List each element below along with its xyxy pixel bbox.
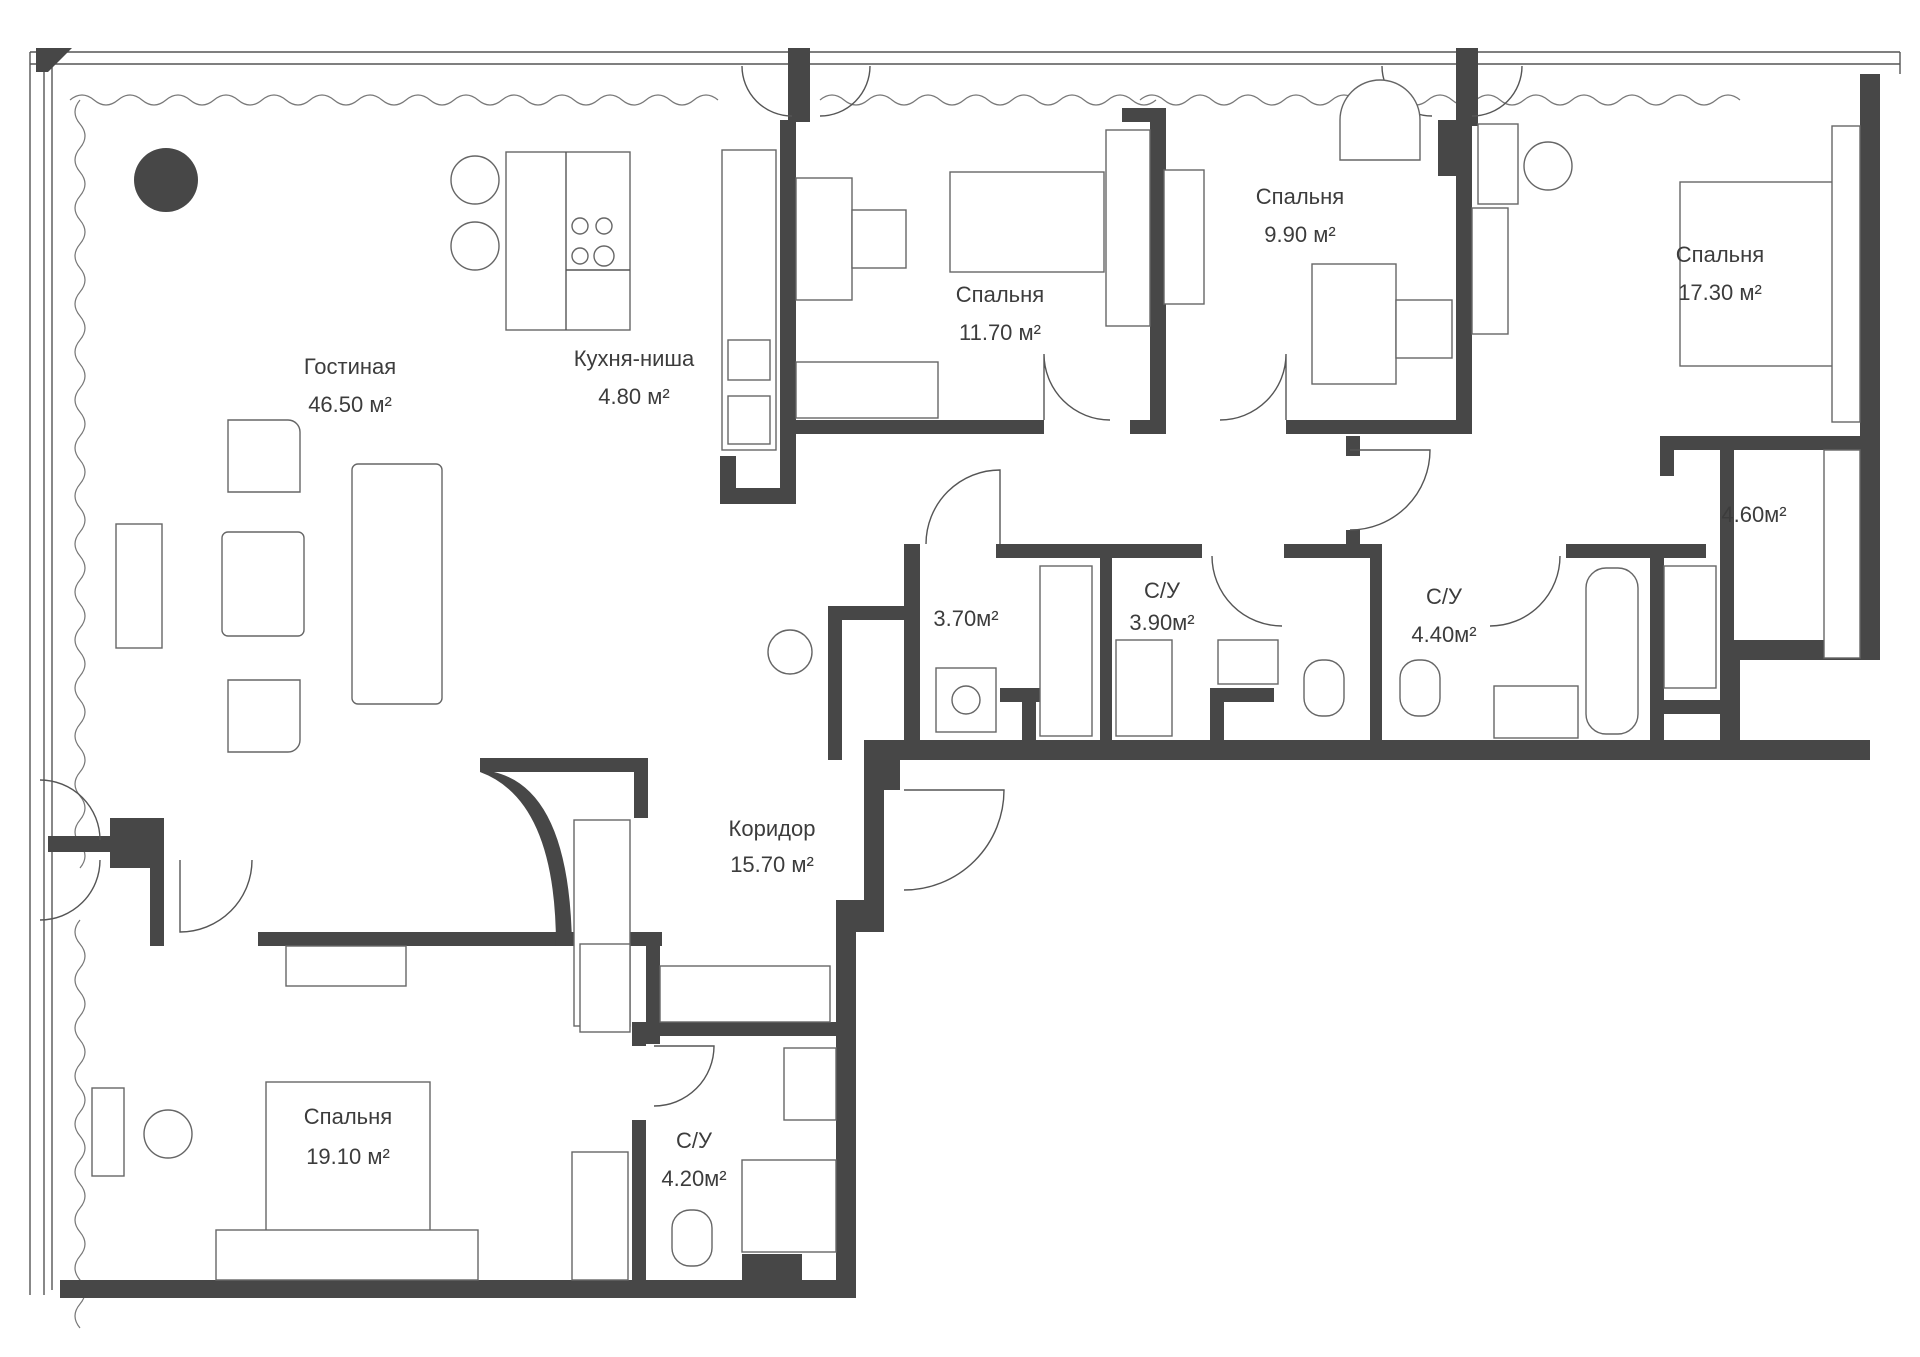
room-name-bath-2: С/У [1426,584,1463,609]
room-name-bath-1: С/У [1144,578,1181,603]
room-area-bath-1: 3.90м² [1129,610,1194,635]
room-area-bedroom-2: 9.90 м² [1264,222,1335,247]
room-area-bedroom-4: 19.10 м² [306,1144,390,1169]
room-area-bath-2: 4.40м² [1411,622,1476,647]
room-name-bedroom-4: Спальня [304,1104,392,1129]
room-area-laundry: 3.70м² [933,606,998,631]
doors [39,65,1561,1107]
exterior-glazing [29,48,1901,1295]
walls [48,48,1880,1298]
room-name-bedroom-2: Спальня [1256,184,1344,209]
room-name-bedroom-1: Спальня [956,282,1044,307]
room-area-bedroom-3: 17.30 м² [1678,280,1762,305]
furniture [91,79,1861,1281]
room-area-bath-3: 4.20м² [661,1166,726,1191]
room-area-living: 46.50 м² [308,392,392,417]
room-name-kitchen: Кухня-ниша [574,346,695,371]
room-area-wardrobe-1: 4.60м² [1721,502,1786,527]
curtains [69,94,1741,1329]
room-name-living: Гостиная [304,354,396,379]
room-area-bedroom-1: 11.70 м² [959,320,1041,345]
room-area-corridor: 15.70 м² [730,852,814,877]
room-name-bath-3: С/У [676,1128,713,1153]
room-labels: Гостиная 46.50 м² Кухня-ниша 4.80 м² Спа… [304,184,1787,1191]
room-name-bedroom-3: Спальня [1676,242,1764,267]
room-name-corridor: Коридор [729,816,816,841]
room-area-kitchen: 4.80 м² [598,384,669,409]
